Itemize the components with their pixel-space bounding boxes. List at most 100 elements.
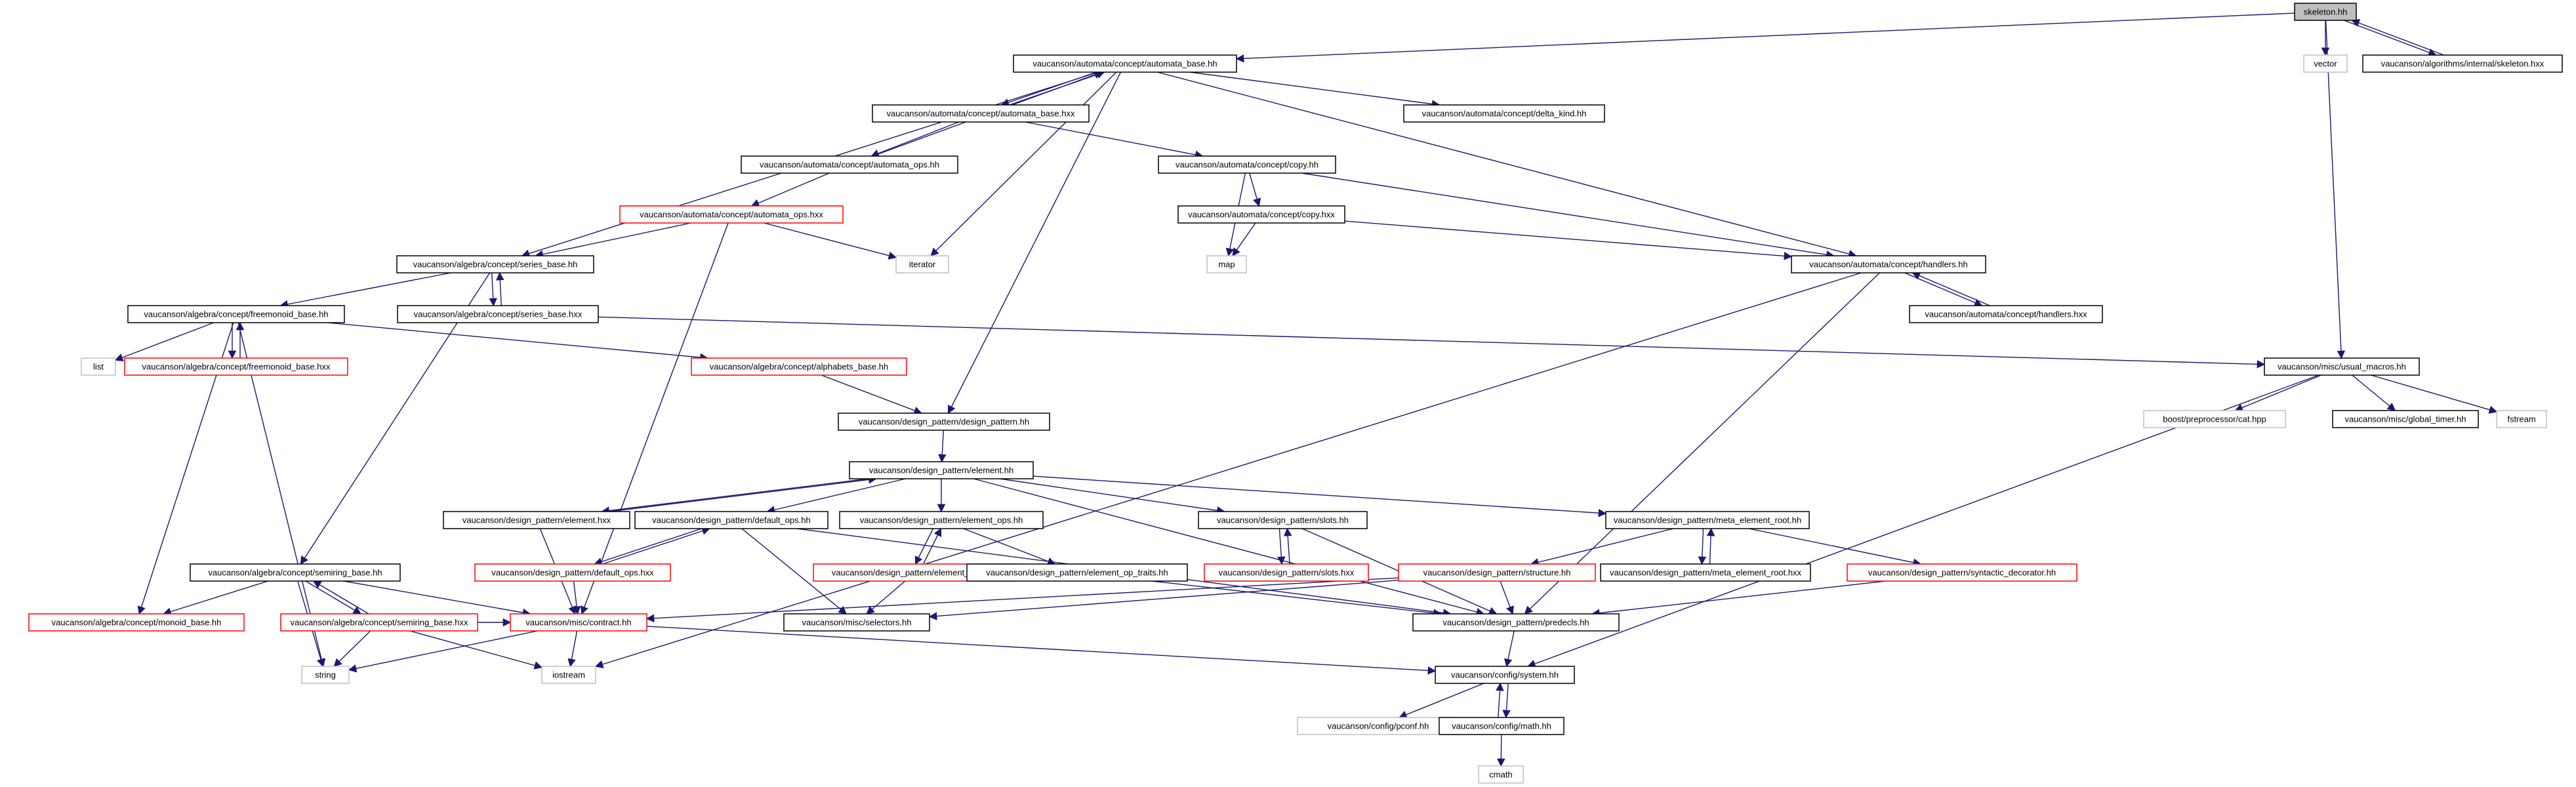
edge-default_ops_hh-to-selectors_hh bbox=[741, 528, 848, 615]
node-box bbox=[397, 305, 599, 323]
node-label: vaucanson/automata/concept/automata_ops.… bbox=[760, 159, 939, 169]
node-automata-ops-hxx[interactable]: vaucanson/automata/concept/automata_ops.… bbox=[619, 205, 844, 224]
edge-series_base_hh-to-series_base_hxx bbox=[489, 272, 498, 307]
node-series-base-hh[interactable]: vaucanson/algebra/concept/series_base.hh bbox=[396, 255, 594, 273]
node-label: vaucanson/design_pattern/element_ops.hxx bbox=[832, 567, 999, 577]
edge-predecls_hh-to-system_hh bbox=[1503, 630, 1515, 668]
node-label: vaucanson/design_pattern/default_ops.hxx bbox=[491, 567, 654, 577]
node-series-base-hxx[interactable]: vaucanson/algebra/concept/series_base.hx… bbox=[397, 305, 599, 323]
node-label: vaucanson/automata/concept/copy.hh bbox=[1176, 159, 1319, 169]
node-box bbox=[1791, 255, 1986, 273]
node-box bbox=[783, 613, 930, 632]
node-automata-ops-hh[interactable]: vaucanson/automata/concept/automata_ops.… bbox=[741, 155, 958, 174]
node-meta-element-root-hxx[interactable]: vaucanson/design_pattern/meta_element_ro… bbox=[1600, 563, 1811, 582]
node-semiring-base-hxx[interactable]: vaucanson/algebra/concept/semiring_base.… bbox=[280, 613, 478, 632]
node-label: vaucanson/design_pattern/element_op_trai… bbox=[986, 567, 1168, 577]
node-math-hh[interactable]: vaucanson/config/math.hh bbox=[1439, 717, 1564, 735]
node-design-pattern-hh[interactable]: vaucanson/design_pattern/design_pattern.… bbox=[838, 413, 1050, 431]
node-freemonoid-base-hxx[interactable]: vaucanson/algebra/concept/freemonoid_bas… bbox=[124, 357, 348, 376]
edge-semiring_base_hxx-to-string bbox=[333, 630, 371, 667]
node-label: iterator bbox=[909, 259, 936, 269]
node-label: vaucanson/design_pattern/structure.hh bbox=[1423, 567, 1571, 577]
node-alphabets-base-hh[interactable]: vaucanson/algebra/concept/alphabets_base… bbox=[691, 357, 907, 376]
node-automata-base-hxx[interactable]: vaucanson/automata/concept/automata_base… bbox=[872, 104, 1090, 123]
edge-semiring_base_hxx-to-semiring_base_hh bbox=[312, 580, 369, 615]
node-label: vaucanson/config/pconf.hh bbox=[1328, 721, 1429, 731]
node-delta-kind-hh[interactable]: vaucanson/automata/concept/delta_kind.hh bbox=[1403, 104, 1605, 123]
node-structure-hh[interactable]: vaucanson/design_pattern/structure.hh bbox=[1398, 563, 1596, 582]
edge-meta_element_root_hh-to-meta_element_root_hxx bbox=[1698, 528, 1707, 565]
node-usual-macros-hh[interactable]: vaucanson/misc/usual_macros.hh bbox=[2264, 357, 2420, 376]
node-label: vaucanson/design_pattern/meta_element_ro… bbox=[1614, 515, 1801, 525]
edge-default_ops_hh-to-default_ops_hxx bbox=[594, 528, 702, 566]
node-element-hxx[interactable]: vaucanson/design_pattern/element.hxx bbox=[443, 511, 630, 529]
node-label: vaucanson/design_pattern/default_ops.hh bbox=[652, 515, 810, 525]
node-handlers-hh[interactable]: vaucanson/automata/concept/handlers.hh bbox=[1791, 255, 1986, 273]
node-predecls-hh[interactable]: vaucanson/design_pattern/predecls.hh bbox=[1412, 613, 1620, 632]
node-box bbox=[872, 104, 1090, 123]
node-box bbox=[2143, 410, 2286, 428]
node-label: vector bbox=[2314, 58, 2337, 68]
node-element-op-traits-hh[interactable]: vaucanson/design_pattern/element_op_trai… bbox=[966, 563, 1188, 582]
node-system-hh[interactable]: vaucanson/config/system.hh bbox=[1435, 666, 1575, 684]
node-label: vaucanson/automata/concept/automata_base… bbox=[1032, 58, 1217, 68]
edge-element_ops_hxx-to-selectors_hh bbox=[866, 580, 906, 615]
edge-design_pattern_hh-to-element_hh bbox=[938, 430, 947, 463]
edge-skeleton_hxx-to-skeleton_hh bbox=[2351, 19, 2444, 56]
node-label: vaucanson/design_pattern/design_pattern.… bbox=[859, 416, 1029, 426]
node-slots-hxx[interactable]: vaucanson/design_pattern/slots.hxx bbox=[1204, 563, 1369, 582]
edge-copy_hxx-to-map bbox=[1232, 222, 1256, 257]
edge-meta_element_root_hh-to-syntactic_decorator_hh bbox=[1748, 528, 1922, 567]
edge-skeleton_hh-to-skeleton_hxx bbox=[2344, 20, 2437, 56]
edge-syntactic_decorator_hh-to-predecls_hh bbox=[1591, 580, 1886, 618]
node-copy-hh[interactable]: vaucanson/automata/concept/copy.hh bbox=[1158, 155, 1336, 174]
edge-copy_hh-to-copy_hxx bbox=[1249, 172, 1261, 207]
node-monoid-base-hh[interactable]: vaucanson/algebra/concept/monoid_base.hh bbox=[28, 613, 245, 632]
node-label: vaucanson/algebra/concept/series_base.hx… bbox=[414, 309, 583, 319]
node-default-ops-hh[interactable]: vaucanson/design_pattern/default_ops.hh bbox=[634, 511, 828, 529]
edge-element_op_traits_hh-to-predecls_hh bbox=[1152, 580, 1442, 617]
edge-structure_hh-to-selectors_hh bbox=[928, 579, 1399, 620]
edge-element_hxx-to-element_hh bbox=[609, 475, 877, 512]
edge-copy_hxx-to-handlers_hh bbox=[1344, 220, 1793, 260]
edge-semiring_base_hh-to-monoid_base_hh bbox=[163, 580, 268, 616]
node-box bbox=[2362, 54, 2563, 73]
edge-element_ops_hh-to-element_op_traits_hh bbox=[963, 528, 1056, 565]
edge-layer bbox=[114, 12, 2498, 767]
edge-series_base_hh-to-freemonoid_base_hh bbox=[279, 272, 451, 309]
node-label: vaucanson/design_pattern/element_ops.hh bbox=[860, 515, 1023, 525]
node-box bbox=[1204, 563, 1369, 582]
node-box bbox=[1439, 717, 1564, 735]
node-box bbox=[2294, 3, 2357, 21]
node-semiring-base-hh[interactable]: vaucanson/algebra/concept/semiring_base.… bbox=[190, 563, 401, 582]
node-label: vaucanson/automata/concept/delta_kind.hh bbox=[1422, 108, 1587, 118]
node-box bbox=[895, 255, 949, 273]
node-default-ops-hxx[interactable]: vaucanson/design_pattern/default_ops.hxx bbox=[474, 563, 671, 582]
node-slots-hh[interactable]: vaucanson/design_pattern/slots.hh bbox=[1198, 511, 1368, 529]
node-contract-hh[interactable]: vaucanson/misc/contract.hh bbox=[510, 613, 647, 632]
node-copy-hxx[interactable]: vaucanson/automata/concept/copy.hxx bbox=[1177, 205, 1345, 224]
node-element-ops-hh[interactable]: vaucanson/design_pattern/element_ops.hh bbox=[839, 511, 1044, 529]
node-skeleton-hxx[interactable]: vaucanson/algorithms/internal/skeleton.h… bbox=[2362, 54, 2563, 73]
node-freemonoid-base-hh[interactable]: vaucanson/algebra/concept/freemonoid_bas… bbox=[127, 305, 345, 323]
node-label: vaucanson/algebra/concept/semiring_base.… bbox=[290, 617, 468, 627]
node-skeleton-hh[interactable]: skeleton.hh bbox=[2294, 3, 2357, 21]
node-selectors-hh[interactable]: vaucanson/misc/selectors.hh bbox=[783, 613, 930, 632]
edge-automata_ops_hxx-to-iterator bbox=[764, 222, 897, 260]
node-syntactic-decorator-hh[interactable]: vaucanson/design_pattern/syntactic_decor… bbox=[1847, 563, 2077, 582]
edge-usual_macros_hh-to-boost_cat bbox=[2234, 374, 2321, 412]
node-box bbox=[2332, 410, 2479, 428]
node-meta-element-root-hh[interactable]: vaucanson/design_pattern/meta_element_ro… bbox=[1605, 511, 1810, 529]
node-element-hh[interactable]: vaucanson/design_pattern/element.hh bbox=[849, 461, 1034, 479]
node-box bbox=[1600, 563, 1811, 582]
edge-alphabets_base_hh-to-design_pattern_hh bbox=[821, 374, 922, 414]
node-global-timer-hh[interactable]: vaucanson/misc/global_timer.hh bbox=[2332, 410, 2479, 428]
node-automata-base-hh[interactable]: vaucanson/automata/concept/automata_base… bbox=[1013, 54, 1237, 73]
edge-automata_base_hh-to-iterator bbox=[930, 71, 1117, 256]
edge-contract_hh-to-iostream bbox=[567, 630, 578, 668]
node-box bbox=[190, 563, 401, 582]
node-handlers-hxx[interactable]: vaucanson/automata/concept/handlers.hxx bbox=[1909, 305, 2103, 323]
node-label: skeleton.hh bbox=[2304, 7, 2348, 16]
